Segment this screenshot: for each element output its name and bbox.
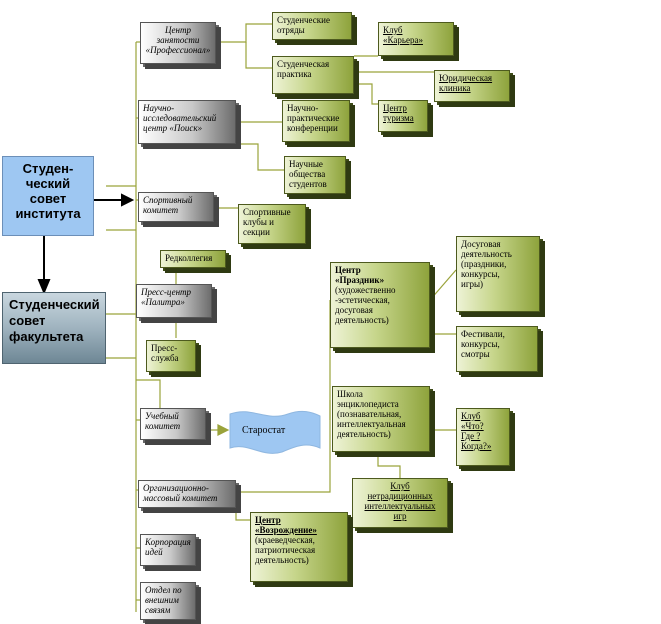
encyclopedist-school-box: Школа энциклопедиста (познавательная, ин… — [332, 386, 430, 452]
intellectual-games-club-box: Клуб нетрадиционных интеллектуальных игр — [352, 478, 448, 528]
student-practice-box: Студенческая практика — [272, 56, 354, 94]
center-vozrozhdenie-title: Центр «Возрождение» — [255, 515, 317, 535]
sports-clubs-box: Спортивные клубы и секции — [238, 204, 306, 244]
student-units-box: Студенческие отряды — [272, 12, 352, 40]
press-center-box: Пресс-центр «Палитра» — [136, 284, 212, 318]
sci-conferences-box: Научно- практические конференции — [282, 100, 350, 142]
tourism-center-box: Центр туризма — [378, 100, 428, 132]
editorial-box: Редколлегия — [160, 250, 226, 268]
festivals-box: Фестивали, конкурсы, смотры — [456, 326, 538, 372]
starostat-flag-shape — [229, 410, 321, 454]
center-vozrozhdenie-desc: (краеведческая, патриотическая деятельно… — [255, 535, 316, 565]
external-relations-box: Отдел по внешним связям — [140, 582, 196, 620]
institute-council-box: Студен- ческий совет института — [2, 156, 94, 236]
career-club-box: Клуб «Карьера» — [378, 22, 454, 56]
study-committee-box: Учебный комитет — [140, 408, 206, 440]
legal-clinic-box: Юридическая клиника — [434, 70, 510, 102]
starostat-label: Старостат — [242, 425, 286, 436]
org-mass-committee-box: Организационно- массовый комитет — [138, 480, 236, 508]
center-prazdnik-title: Центр «Праздник» — [335, 265, 385, 285]
chto-gde-kogda-club-box: Клуб «Что? Где ? Когда?» — [456, 408, 510, 466]
center-vozrozhdenie-box: Центр «Возрождение» (краеведческая, патр… — [250, 512, 348, 582]
sports-committee-box: Спортивный комитет — [138, 192, 214, 222]
research-center-box: Научно- исследовательский центр «Поиск» — [138, 100, 236, 144]
employment-center-box: Центр занятости «Профессионал» — [140, 22, 216, 64]
center-prazdnik-desc: (художественно -эстетическая, досуговая … — [335, 285, 396, 325]
press-service-box: Пресс- служба — [146, 340, 196, 372]
ideas-corporation-box: Корпорация идей — [140, 534, 196, 566]
faculty-council-box: Студенческий совет факультета — [2, 292, 106, 364]
sci-societies-box: Научные общества студентов — [284, 156, 346, 194]
leisure-box: Досуговая деятельность (праздники, конку… — [456, 236, 540, 312]
center-prazdnik-box: Центр «Праздник» (художественно -эстетич… — [330, 262, 430, 348]
